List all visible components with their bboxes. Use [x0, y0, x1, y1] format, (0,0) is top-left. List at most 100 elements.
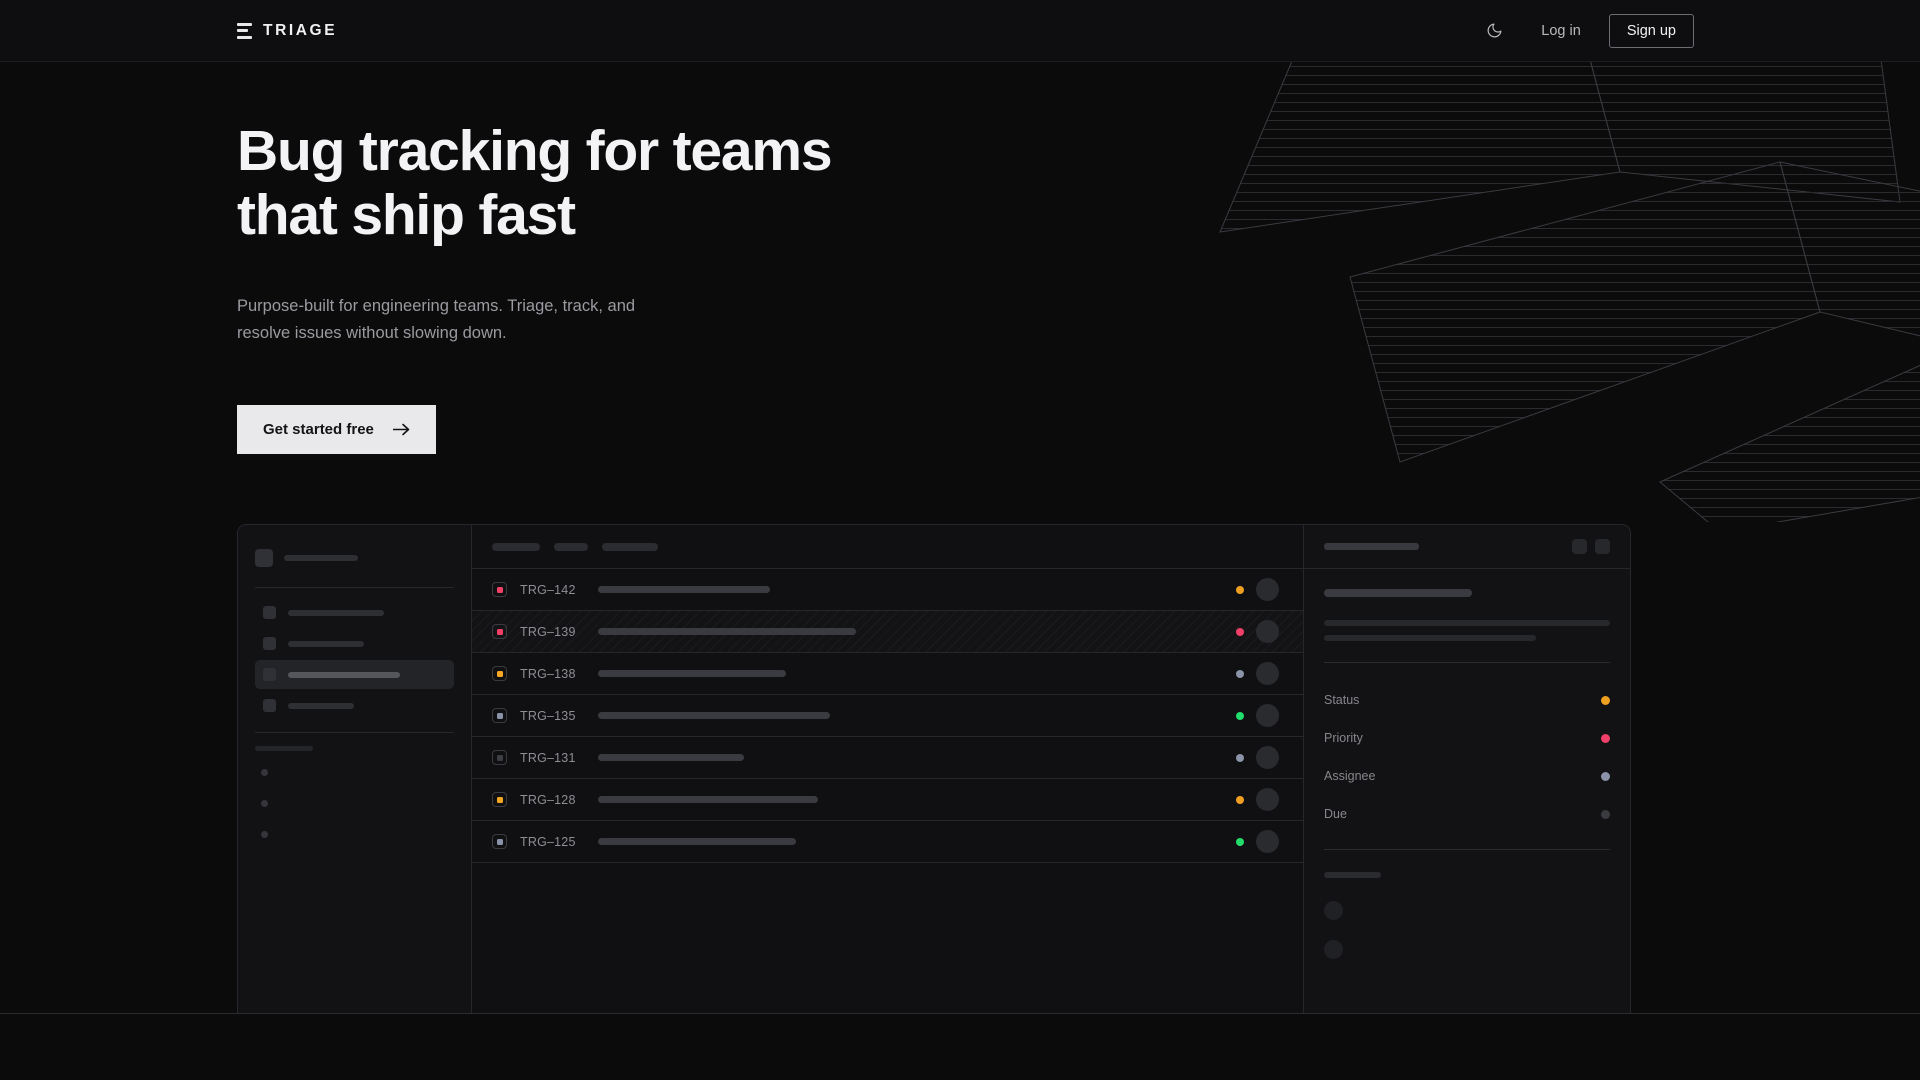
table-row[interactable]: TRG–131	[472, 737, 1303, 779]
get-started-button[interactable]: Get started free	[237, 405, 436, 455]
status-dot[interactable]	[1236, 753, 1244, 762]
signup-button[interactable]: Sign up	[1608, 13, 1694, 48]
detail-activity-avatars	[1324, 901, 1610, 959]
detail-meta-label: Status	[1324, 693, 1360, 707]
issue-key: TRG–128	[520, 792, 576, 807]
workspace-name-skeleton	[284, 555, 358, 561]
detail-meta-value-dot	[1601, 733, 1610, 743]
avatar[interactable]	[1256, 830, 1279, 853]
hero-section: Bug tracking for teams that ship fast Pu…	[237, 119, 833, 455]
header-actions: Log in Sign up	[1477, 13, 1694, 48]
sidebar-item-4-icon	[263, 699, 276, 712]
sidebar-sub-list	[255, 769, 454, 838]
sidebar-item-2-label	[288, 640, 364, 647]
hero-subtitle-line-2: resolve issues without slowing down.	[237, 323, 507, 342]
status-dot[interactable]	[1236, 711, 1244, 720]
detail-action-button-1[interactable]	[1572, 539, 1587, 554]
moon-icon[interactable]	[1477, 14, 1511, 48]
filter-chip-2[interactable]	[554, 542, 588, 551]
priority-indicator[interactable]	[492, 666, 507, 681]
avatar[interactable]	[1256, 746, 1279, 769]
table-row[interactable]: TRG–138	[472, 653, 1303, 695]
priority-indicator[interactable]	[492, 792, 507, 807]
row-meta	[1236, 620, 1303, 643]
sidebar-item-3-active[interactable]	[255, 660, 454, 689]
detail-header-title-skeleton	[1324, 543, 1419, 550]
sidebar-sub-item-2[interactable]	[261, 800, 268, 807]
arrow-right-icon	[392, 423, 410, 436]
table-row[interactable]: TRG–135	[472, 695, 1303, 737]
avatar[interactable]	[1256, 788, 1279, 811]
hero-heading: Bug tracking for teams that ship fast	[237, 119, 833, 248]
section-divider	[0, 1013, 1920, 1014]
detail-action-button-2[interactable]	[1595, 539, 1610, 554]
sidebar-item-2-icon	[263, 637, 276, 650]
sidebar-item-1[interactable]	[255, 598, 454, 627]
stacked-bars-icon	[237, 22, 252, 39]
workspace-avatar	[255, 549, 273, 567]
sidebar-item-1-icon	[263, 606, 276, 619]
avatar[interactable]	[1256, 578, 1279, 601]
sidebar-nav	[255, 598, 454, 720]
sidebar-sub-item-3[interactable]	[261, 831, 268, 838]
priority-indicator[interactable]	[492, 582, 507, 597]
priority-indicator[interactable]	[492, 750, 507, 765]
detail-divider-1	[1324, 662, 1610, 663]
issue-title-skeleton	[598, 838, 796, 845]
workspace-switcher[interactable]	[255, 543, 454, 573]
row-meta	[1236, 578, 1303, 601]
sidebar-item-2[interactable]	[255, 629, 454, 658]
status-dot[interactable]	[1236, 627, 1244, 636]
issue-key: TRG–125	[520, 834, 576, 849]
sidebar-sub-item-1[interactable]	[261, 769, 268, 776]
status-dot[interactable]	[1236, 669, 1244, 678]
detail-meta-value-dot	[1601, 695, 1610, 705]
detail-meta-row[interactable]: Assignee	[1324, 757, 1610, 795]
table-row[interactable]: TRG–128	[472, 779, 1303, 821]
row-meta	[1236, 662, 1303, 685]
row-meta	[1236, 830, 1303, 853]
issue-title-skeleton	[598, 796, 818, 803]
brand-logo[interactable]: TRIAGE	[237, 22, 337, 40]
sidebar-item-4-label	[288, 702, 354, 709]
detail-meta-row[interactable]: Due	[1324, 795, 1610, 833]
detail-activity-label-skeleton	[1324, 872, 1381, 878]
site-header: TRIAGE Log in Sign up	[0, 0, 1920, 62]
priority-indicator[interactable]	[492, 834, 507, 849]
detail-meta-label: Assignee	[1324, 769, 1376, 783]
avatar[interactable]	[1256, 704, 1279, 727]
avatar[interactable]	[1256, 620, 1279, 643]
row-meta	[1236, 788, 1303, 811]
sidebar-item-4[interactable]	[255, 691, 454, 720]
detail-meta-row[interactable]: Status	[1324, 681, 1610, 719]
table-row[interactable]: TRG–142	[472, 569, 1303, 611]
sidebar-divider-bottom	[255, 732, 454, 733]
status-dot[interactable]	[1236, 585, 1244, 594]
hero-subtitle-line-1: Purpose-built for engineering teams. Tri…	[237, 296, 636, 315]
issue-key: TRG–138	[520, 666, 576, 681]
avatar[interactable]	[1256, 662, 1279, 685]
filter-chip-3[interactable]	[602, 542, 658, 551]
status-dot[interactable]	[1236, 795, 1244, 804]
hero-heading-line-1: Bug tracking for teams	[237, 119, 833, 183]
login-link[interactable]: Log in	[1541, 22, 1581, 39]
detail-meta-row[interactable]: Priority	[1324, 719, 1610, 757]
hero-subtitle: Purpose-built for engineering teams. Tri…	[237, 293, 707, 347]
get-started-label: Get started free	[263, 421, 374, 439]
row-meta	[1236, 704, 1303, 727]
table-row[interactable]: TRG–125	[472, 821, 1303, 863]
hero-heading-line-2: that ship fast	[237, 182, 576, 247]
priority-indicator[interactable]	[492, 624, 507, 639]
priority-indicator[interactable]	[492, 708, 507, 723]
row-meta	[1236, 746, 1303, 769]
detail-description-line-1	[1324, 620, 1610, 626]
filter-chip-1[interactable]	[492, 542, 540, 551]
table-row[interactable]: TRG–139	[472, 611, 1303, 653]
issue-key: TRG–131	[520, 750, 576, 765]
status-dot[interactable]	[1236, 837, 1244, 846]
detail-meta-label: Due	[1324, 807, 1347, 821]
detail-meta-value-dot	[1601, 771, 1610, 781]
